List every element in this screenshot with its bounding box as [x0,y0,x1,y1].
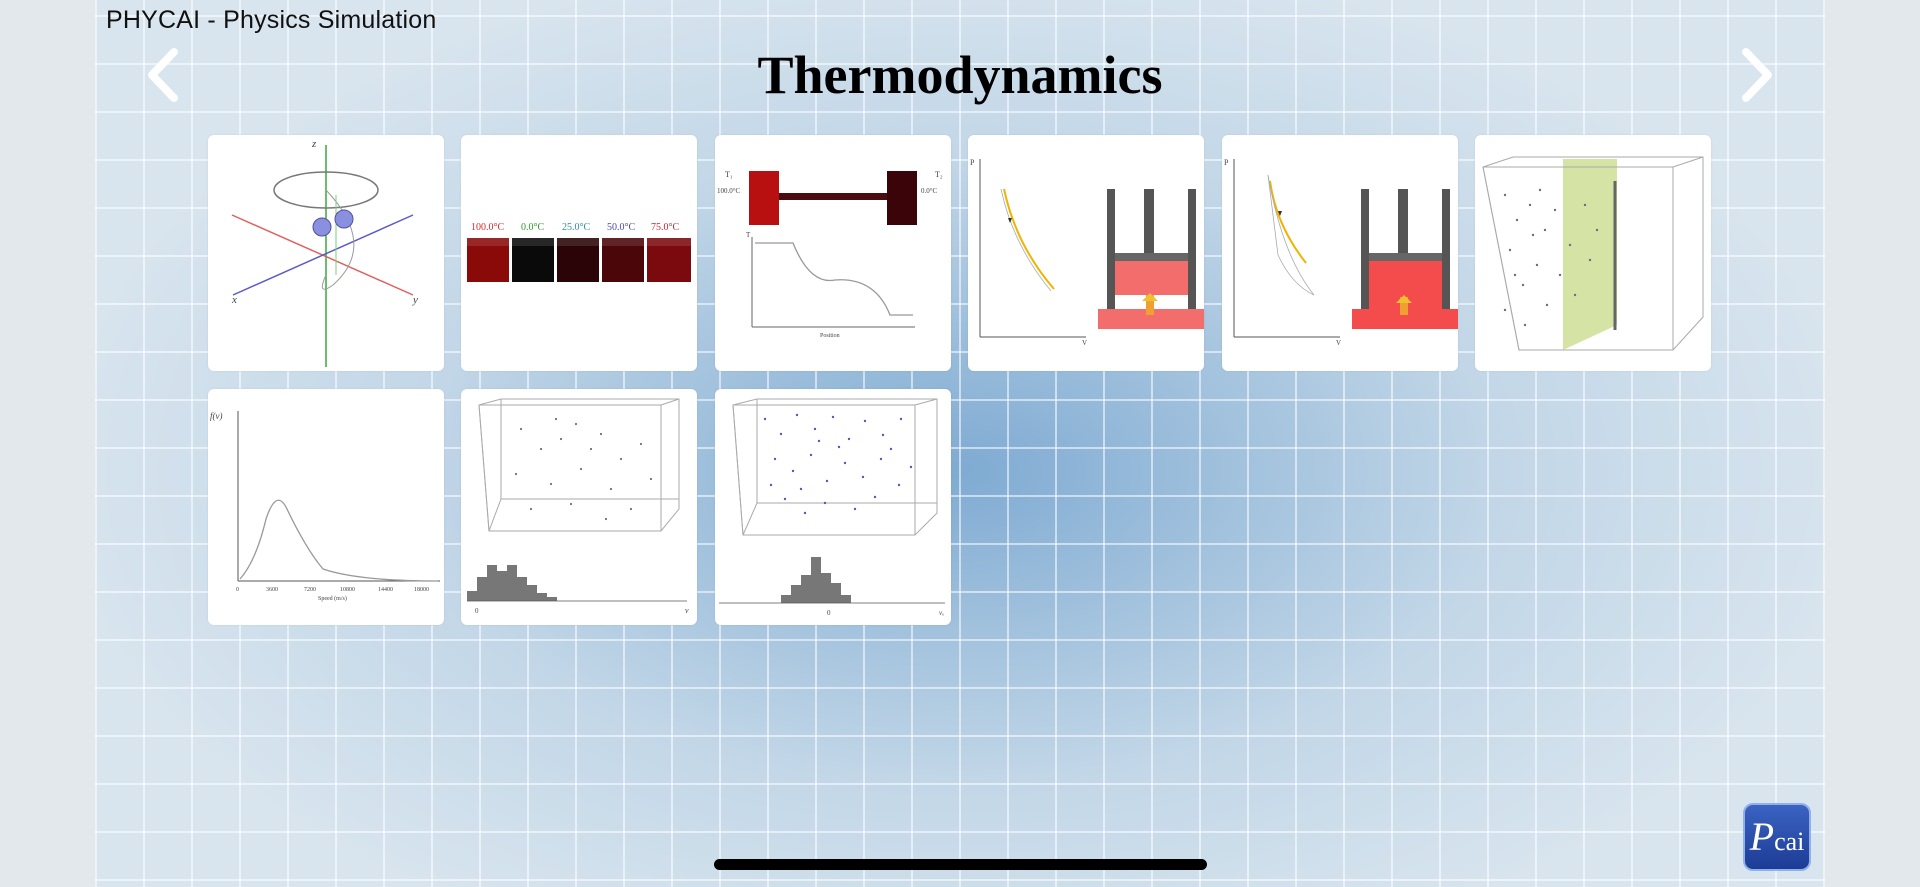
chevron-right-icon [1742,48,1772,102]
card-velocity-histogram[interactable]: 0 vₓ [715,389,951,625]
y-axis-label: f(v) [210,411,223,421]
tick-2: 7200 [304,587,316,593]
prev-page-button[interactable] [140,46,190,104]
home-indicator[interactable] [714,859,1207,870]
temp-label-2: 0.0°C [521,222,544,233]
molecule-rotation-thumbnail: z x y [231,138,418,367]
speed-histogram-thumbnail: 0 v [467,398,689,615]
temp-label-1: 100.0°C [471,222,504,233]
x-axis-label: vₓ [939,609,944,617]
right-margin [1825,0,1920,887]
tick-0: 0 [236,587,239,593]
card-temperature-blocks[interactable]: 100.0°C 0.0°C 25.0°C 50.0°C 75.0°C [461,135,697,371]
next-page-button[interactable] [1730,46,1780,104]
card-pv-diagram-cycle[interactable]: P V [1222,135,1458,371]
y-axis-label: P [970,158,975,167]
temp-label-3: 25.0°C [562,222,590,233]
zero-label: 0 [827,609,831,617]
tick-3: 10800 [340,587,355,593]
y-axis-label: T [746,231,751,239]
heat-conduction-thumbnail: T₁ 100.0°C T₂ 0.0°C T Position [717,170,943,339]
temperature-block-row [467,238,691,282]
gas-particles [1503,188,1599,327]
x-axis-label: V [1336,339,1341,347]
velocity-histogram-thumbnail: 0 vₓ [719,398,945,617]
left-margin [0,0,95,887]
card-heat-conduction[interactable]: T₁ 100.0°C T₂ 0.0°C T Position [715,135,951,371]
card-speed-histogram[interactable]: 0 v [461,389,697,625]
maxwell-distribution-thumbnail: f(v) 0 3600 7200 10800 14400 18000 Speed… [210,411,440,602]
pcai-logo-button[interactable]: Pcai [1743,803,1811,871]
page-title: Thermodynamics [757,45,1163,105]
app-title: PHYCAI - Physics Simulation [106,6,437,34]
temp-label-4: 50.0°C [607,222,635,233]
gas-chamber-thumbnail [1482,156,1704,351]
pv-diagram-2-thumbnail: P V [1224,158,1458,347]
tick-4: 14400 [378,587,393,593]
card-maxwell-distribution[interactable]: f(v) 0 3600 7200 10800 14400 18000 Speed… [208,389,444,625]
x-axis-label: Speed (m/s) [318,595,347,602]
pcai-logo-icon: Pcai [1749,814,1805,859]
left-temp-value: 100.0°C [717,187,741,195]
tick-1: 3600 [266,587,278,593]
right-temp-value: 0.0°C [921,187,938,195]
x-axis-label: V [1082,339,1087,347]
axis-y-label: y [412,294,418,306]
card-molecule-rotation[interactable]: z x y [208,135,444,371]
histogram-bars [467,565,557,601]
zero-label: 0 [475,607,479,615]
tick-5: 18000 [414,587,429,593]
right-temp-symbol: T₂ [935,170,943,179]
temp-label-5: 75.0°C [651,222,679,233]
gas-particles [514,417,653,521]
axis-x-label: x [231,294,237,306]
pv-diagram-1-thumbnail: P V [970,158,1204,347]
axis-z-label: z [311,138,317,150]
gas-particles [763,413,913,515]
histogram-bars [781,557,851,603]
card-pv-diagram-isothermal[interactable]: P V [968,135,1204,371]
chevron-left-icon [148,48,178,102]
card-gas-chamber-partition[interactable] [1475,135,1711,371]
y-axis-label: P [1224,158,1229,167]
x-axis-label: v [685,606,689,615]
left-temp-symbol: T₁ [725,170,733,179]
x-axis-label: Position [820,333,840,339]
temperature-blocks-thumbnail: 100.0°C 0.0°C 25.0°C 50.0°C 75.0°C [467,222,691,282]
